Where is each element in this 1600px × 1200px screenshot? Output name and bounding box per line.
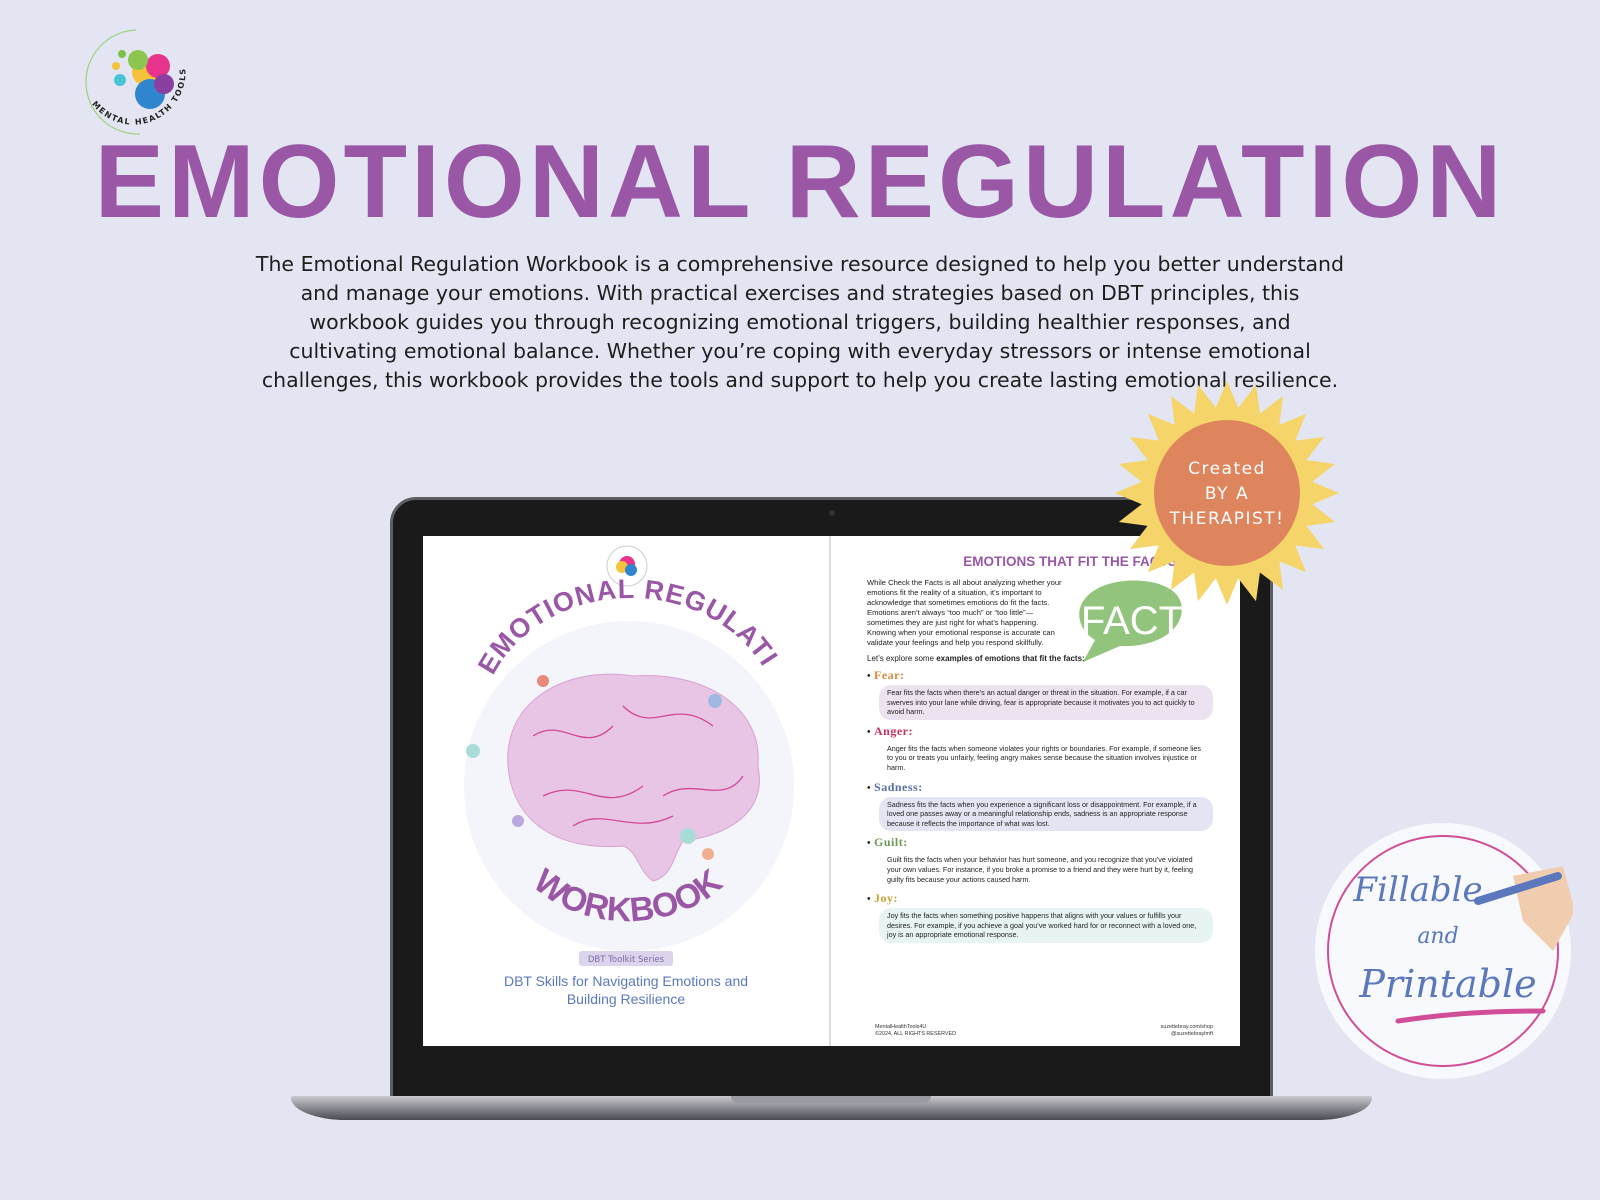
emotion-item: Guilt: Guilt fits the facts when your beh… — [867, 835, 1213, 887]
emotion-name: Joy: — [867, 891, 1213, 907]
content-page: EMOTIONS THAT FIT THE FACTS FACT While C… — [831, 536, 1239, 1046]
page-title: EMOTIONAL REGULATION — [94, 124, 1506, 240]
page-footer: MentalHealthTools4U©2024, ALL RIGHTS RES… — [875, 1024, 1213, 1037]
laptop-mockup: EMOTIONAL REGULATION WORKBOOK DBT Toolki… — [390, 497, 1273, 1099]
laptop-screen: EMOTIONAL REGULATION WORKBOOK DBT Toolki… — [423, 536, 1240, 1046]
cover-subtitle-1: DBT Skills for Navigating Emotions and — [504, 973, 748, 989]
laptop-base — [291, 1096, 1372, 1120]
emotion-item: Joy:Joy fits the facts when something po… — [867, 891, 1213, 943]
fillable-printable-badge: Fillable and Printable — [1315, 823, 1573, 1079]
camera — [829, 510, 835, 516]
emotion-description: Sadness fits the facts when you experien… — [879, 796, 1213, 832]
pen-icon — [1474, 872, 1562, 905]
svg-text:FACT: FACT — [1081, 599, 1183, 643]
fact-speech-bubble: FACT — [1079, 580, 1183, 662]
emotion-name: Anger: — [867, 724, 1213, 740]
series-label: DBT Toolkit Series — [588, 955, 665, 965]
emotion-description: Anger fits the facts when someone violat… — [887, 743, 1202, 772]
svg-text:BY A: BY A — [1205, 484, 1249, 504]
svg-text:Fillable: Fillable — [1352, 870, 1482, 910]
emotion-item: Anger: Anger fits the facts when someone … — [867, 724, 1213, 776]
emotion-name: Fear: — [867, 668, 1213, 684]
emotion-description: Fear fits the facts when there’s an actu… — [879, 685, 1213, 720]
emotion-item: Sadness:Sadness fits the facts when you … — [867, 780, 1213, 832]
description: The Emotional Regulation Workbook is a c… — [255, 252, 1345, 392]
cover-page: EMOTIONAL REGULATION WORKBOOK DBT Toolki… — [423, 536, 831, 1046]
mental-health-tools-logo: MENTAL HEALTH TOOLS — [85, 29, 186, 135]
brain-illustration — [507, 673, 760, 882]
emotion-description: Guilt fits the facts when your behavior … — [887, 855, 1194, 884]
content-title: EMOTIONS THAT FIT THE FACTS — [963, 554, 1177, 569]
svg-text:THERAPIST!: THERAPIST! — [1169, 509, 1285, 529]
emotion-name: Guilt: — [867, 835, 1213, 851]
therapist-badge: Created BY A THERAPIST! — [1115, 381, 1339, 605]
cover-art: EMOTIONAL REGULATION WORKBOOK DBT Toolki… — [423, 536, 794, 1007]
intro-text: While Check the Facts is all about analy… — [867, 578, 1062, 647]
emotion-description: Joy fits the facts when something positi… — [879, 908, 1213, 943]
emotion-item: Fear:Fear fits the facts when there’s an… — [867, 668, 1213, 720]
cover-subtitle-2: Building Resilience — [567, 991, 686, 1007]
svg-text:and: and — [1417, 924, 1458, 949]
emotion-name: Sadness: — [867, 780, 1213, 796]
svg-text:Created: Created — [1188, 459, 1266, 479]
svg-text:Printable: Printable — [1358, 962, 1536, 1006]
explore-text: Let’s explore some examples of emotions … — [867, 654, 1085, 663]
